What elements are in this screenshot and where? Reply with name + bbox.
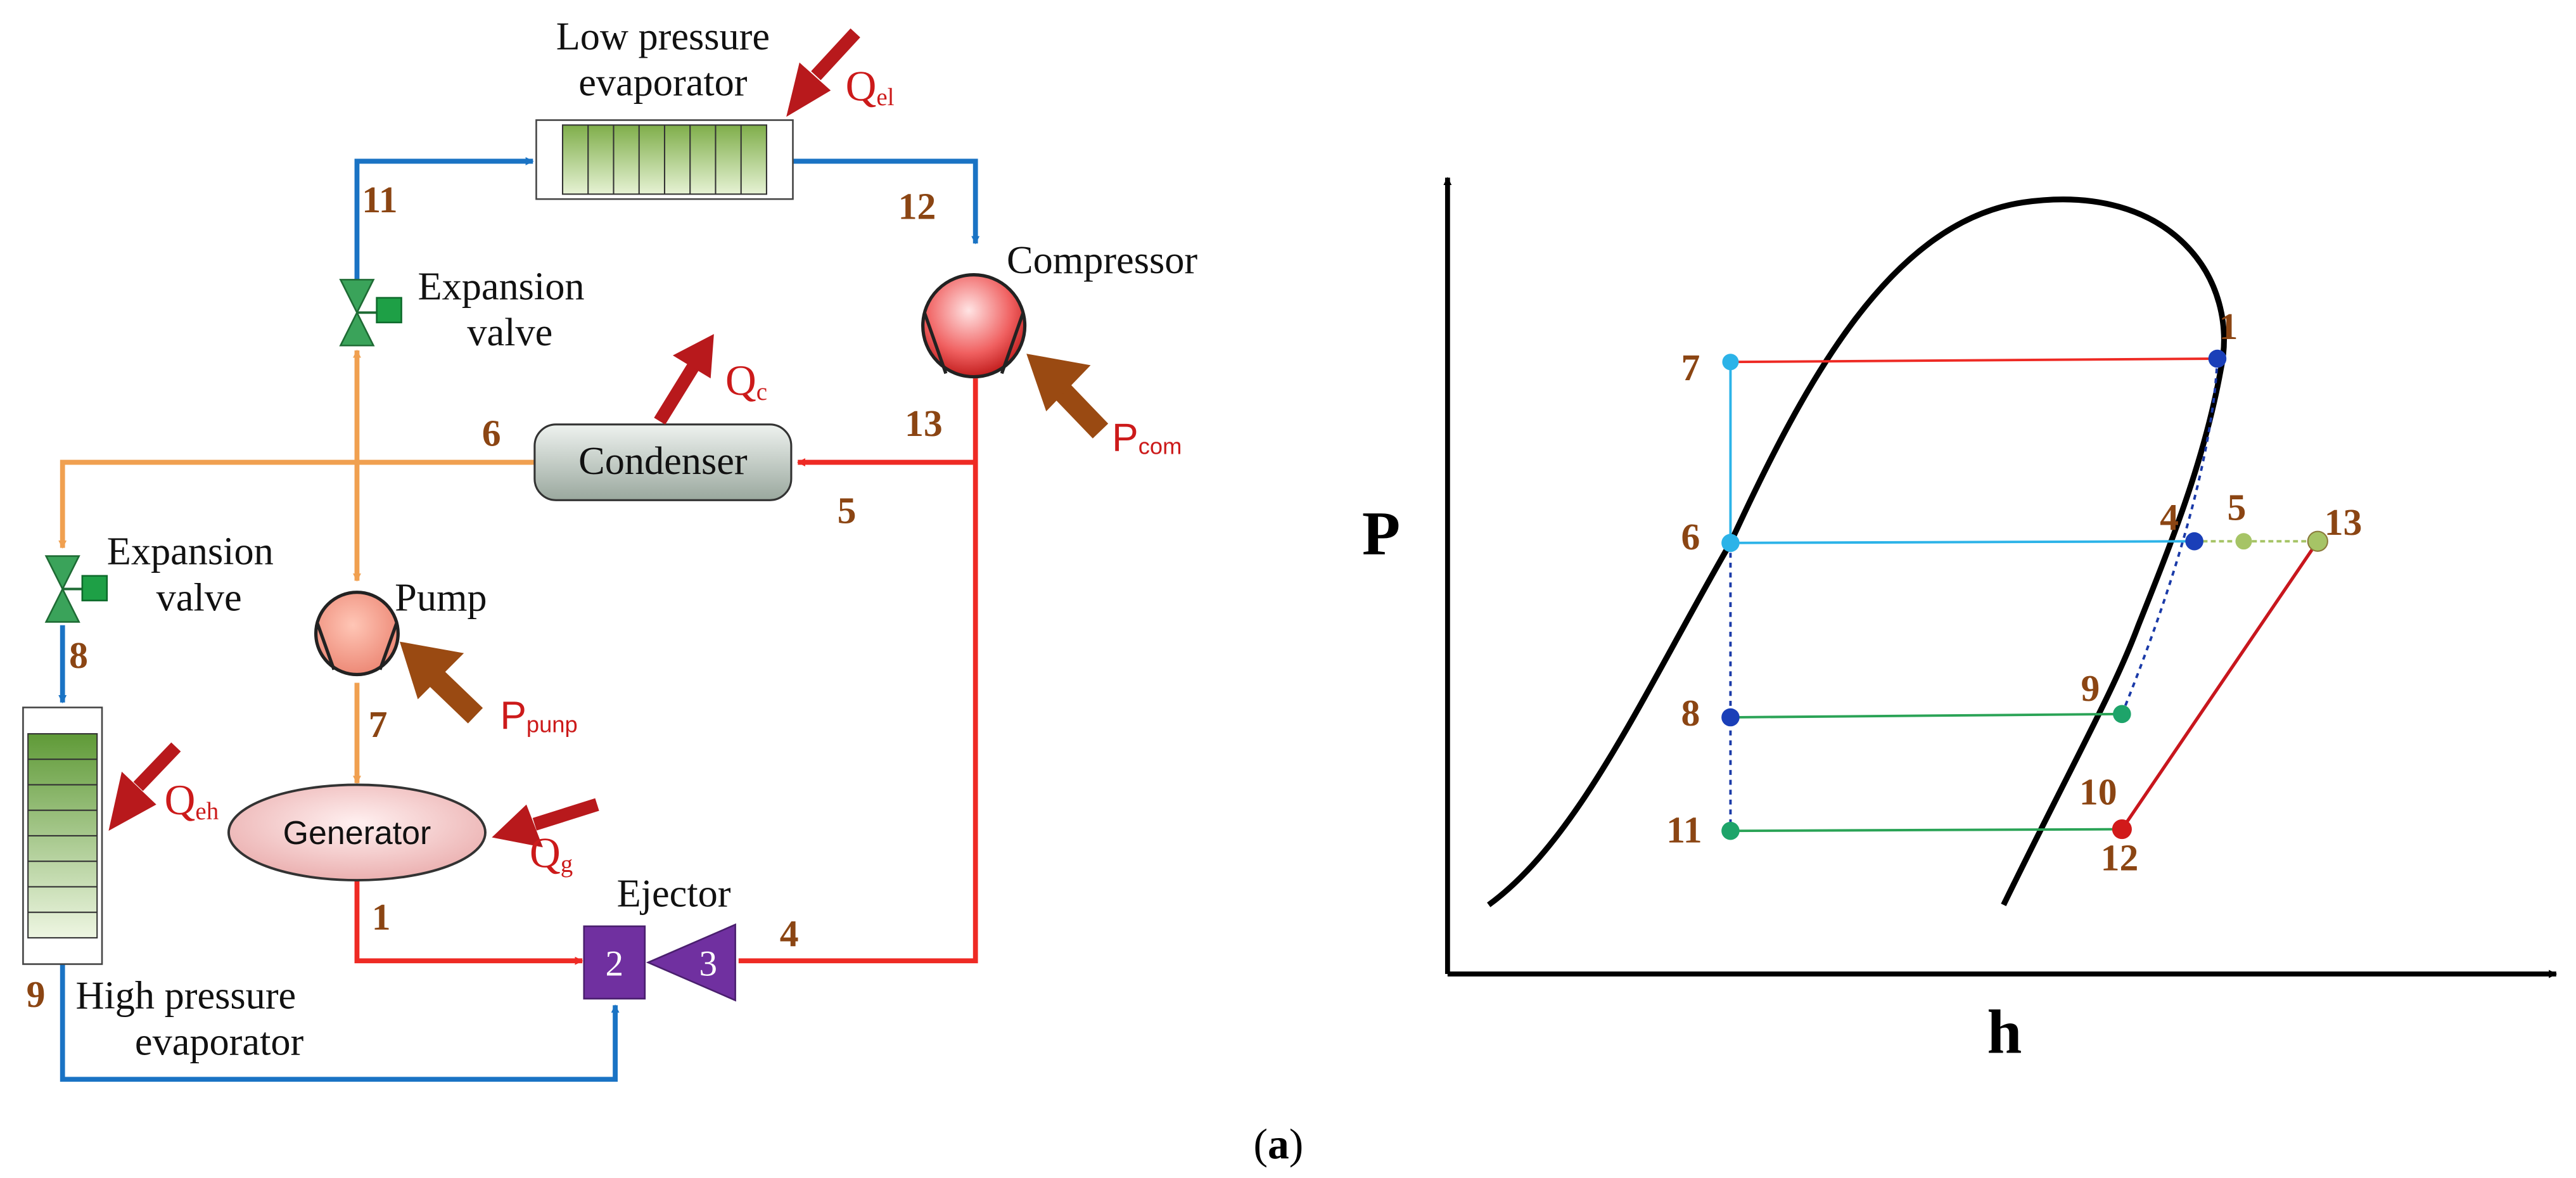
state-label-13: 13 (905, 402, 943, 444)
pcom-label: Pcom (1112, 416, 1182, 459)
state-label-9: 9 (27, 973, 46, 1015)
ejector-section-3: 3 (699, 944, 718, 984)
ph-label-11: 11 (1666, 809, 1702, 850)
expansion-valve-top (339, 279, 402, 347)
lp-evaporator-label-line2: evaporator (578, 61, 748, 105)
saturation-dome (1487, 196, 2227, 907)
ejector-label: Ejector (617, 872, 731, 916)
ppunp-arrow (399, 641, 483, 724)
ph-label-9: 9 (2081, 667, 2100, 709)
ph-label-12: 12 (2101, 836, 2139, 878)
figure-caption: (a) (1253, 1120, 1303, 1168)
marker-8 (1721, 708, 1740, 727)
qc-arrow (654, 334, 714, 425)
pipe-9-to-ejector (60, 962, 620, 1082)
ph-label-7: 7 (1681, 347, 1700, 388)
ph-point-labels: 7 1 6 4 5 13 8 9 11 10 12 (1666, 305, 2362, 879)
qel-arrow (786, 28, 860, 117)
state-markers (1721, 349, 2328, 840)
state-label-4: 4 (780, 912, 799, 954)
y-axis-label: P (1362, 499, 1400, 568)
ph-label-8: 8 (1681, 692, 1700, 734)
ph-label-4: 4 (2160, 496, 2179, 538)
compressor (921, 272, 1027, 379)
pipe-13-compressor-out (738, 378, 978, 964)
state-label-12: 12 (898, 185, 936, 227)
pipe-lp-evaporator-to-compressor (793, 158, 980, 245)
pump-label: Pump (395, 575, 487, 619)
condenser (533, 423, 793, 501)
state-label-8: 8 (69, 634, 88, 676)
qeh-label: Qeh (165, 776, 219, 825)
condenser-label: Condenser (578, 439, 748, 483)
line-11-to-12 (1730, 828, 2122, 833)
ph-diagram: P h 7 1 6 (1362, 177, 2558, 1067)
high-pressure-evaporator (22, 707, 103, 965)
marker-1 (2208, 349, 2227, 368)
low-pressure-evaporator (535, 119, 794, 200)
state-label-6: 6 (482, 413, 501, 454)
ejector-section-2: 2 (606, 944, 624, 984)
line-12-to-13 (2120, 540, 2319, 831)
ph-label-10: 10 (2079, 771, 2117, 813)
line-6-to-4 (1730, 540, 2195, 544)
state-label-7: 7 (369, 703, 388, 745)
ph-label-5: 5 (2228, 486, 2247, 528)
pipe-1-generator-to-ejector (354, 880, 583, 965)
qel-label: Qel (846, 62, 895, 111)
ph-label-6: 6 (1681, 516, 1700, 558)
marker-9 (2113, 705, 2131, 724)
pipe-11-to-lp-evaporator (354, 157, 534, 280)
heat-arrows (108, 28, 1109, 848)
ppunp-label: Ppunp (500, 694, 577, 738)
expansion-valve-top-label-line2: valve (467, 311, 552, 354)
line-7-to-1 (1730, 357, 2217, 364)
pipes-blue (58, 157, 980, 1082)
pipes-orange (58, 349, 535, 784)
ejector (583, 923, 736, 1002)
qg-label: Qg (530, 829, 573, 878)
marker-6 (1721, 534, 1740, 553)
line-8-to-9 (1730, 712, 2122, 719)
state-label-11: 11 (362, 179, 397, 221)
qg-arrow (492, 798, 599, 848)
expansion-valve-left-label-line1: Expansion (107, 530, 274, 573)
marker-12 (2112, 819, 2132, 840)
lp-evaporator-label-line1: Low pressure (556, 15, 770, 58)
compressor-label: Compressor (1007, 238, 1197, 282)
pipes-red (354, 378, 978, 965)
generator-label: Generator (283, 815, 431, 852)
hp-evaporator-label-line1: High pressure (75, 974, 296, 1018)
qc-label: Qc (725, 357, 767, 406)
schematic-state-labels: 11 12 13 6 5 8 7 1 4 9 (27, 179, 943, 1015)
hp-evaporator-label-line2: evaporator (135, 1020, 304, 1063)
pipe-6-condenser-out (58, 459, 535, 549)
pcom-arrow (1026, 354, 1109, 439)
expansion-valve-top-label-line1: Expansion (418, 265, 585, 309)
ph-label-1: 1 (2219, 305, 2238, 347)
expansion-valve-left (44, 555, 108, 623)
ph-label-13: 13 (2324, 501, 2362, 543)
qeh-arrow (108, 742, 181, 831)
marker-5 (2235, 533, 2252, 550)
marker-4 (2185, 532, 2203, 551)
generator (227, 783, 487, 882)
cycle-schematic: Low pressure evaporator High pressure ev… (22, 15, 1197, 1082)
marker-7 (1722, 354, 1739, 371)
state-label-5: 5 (838, 490, 857, 532)
marker-13 (2307, 530, 2328, 552)
pump (314, 591, 400, 677)
expansion-valve-left-label-line2: valve (156, 575, 242, 619)
x-axis-label: h (1987, 998, 2022, 1067)
state-label-1: 1 (372, 896, 391, 938)
marker-11 (1721, 821, 1740, 840)
